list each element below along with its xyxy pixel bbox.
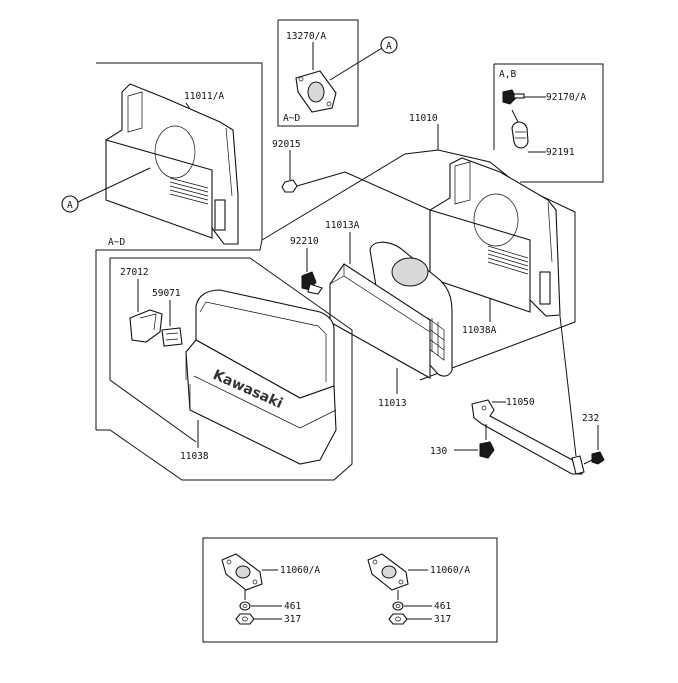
callout-a-top <box>380 36 398 54</box>
element-11013 <box>329 263 431 379</box>
label-11050: 11050 <box>506 397 535 408</box>
nut-317-left <box>235 613 255 625</box>
callout-a-top-label: A <box>386 41 392 52</box>
callout-a-left <box>61 195 79 213</box>
label-130: 130 <box>430 446 447 457</box>
wing-nut-92210: 92210 <box>290 236 323 295</box>
washer-461-left <box>239 601 251 611</box>
label-11011-a: 11011/A <box>184 91 224 102</box>
label-92191: 92191 <box>546 147 575 158</box>
label-range-top: A~D <box>283 113 300 124</box>
bolt-130: 130 <box>430 424 495 459</box>
bolt-232: 232 <box>582 413 605 465</box>
callout-a-left-label: A <box>67 200 73 211</box>
label-27012: 27012 <box>120 267 149 278</box>
cover-outline-11038: 11038 <box>96 257 353 481</box>
gasket-11060-right <box>367 553 409 591</box>
box-gasket-13270: 13270/A A~D A <box>277 19 398 127</box>
gasket-13270 <box>295 70 337 113</box>
cover-11038: Kawasaki <box>185 289 337 465</box>
housing-11038a: 11038A <box>429 157 561 336</box>
filter-elements: 11013A 11013 <box>325 220 453 409</box>
washer-461-right <box>392 601 404 611</box>
box-clamp-ab: A,B 92170/A 92191 <box>493 63 604 183</box>
housing-11011 <box>105 83 239 245</box>
nut-92015: 92015 <box>272 139 346 193</box>
clamp-92191 <box>511 109 529 149</box>
label-317-left: 317 <box>284 614 301 625</box>
label-11013: 11013 <box>378 398 407 409</box>
label-11060-a-right: 11060/A <box>430 565 470 576</box>
label-box-ab: A,B <box>499 69 516 80</box>
latch-59071: 59071 <box>152 288 183 347</box>
label-11010: 11010 <box>409 113 438 124</box>
label-92210: 92210 <box>290 236 319 247</box>
assembly-outline-11010: 11010 <box>261 113 576 381</box>
nut-317-right <box>388 613 408 625</box>
box-housing-11011: 11011/A A~D A <box>61 62 263 430</box>
label-11060-a-left: 11060/A <box>280 565 320 576</box>
clip-27012: 27012 <box>120 267 163 343</box>
box-gaskets-11060: 11060/A 461 317 11060/A 461 <box>202 537 498 643</box>
label-11038a: 11038A <box>462 325 497 336</box>
gasket-11060-left <box>221 553 263 591</box>
label-11038: 11038 <box>180 451 209 462</box>
label-range-left: A~D <box>108 237 125 248</box>
label-92170-a: 92170/A <box>546 92 586 103</box>
label-11013a: 11013A <box>325 220 360 231</box>
bolt-92170 <box>502 89 525 105</box>
label-92015: 92015 <box>272 139 301 150</box>
label-317-right: 317 <box>434 614 451 625</box>
label-461-left: 461 <box>284 601 301 612</box>
bracket-11050: 11050 <box>471 315 585 475</box>
label-59071: 59071 <box>152 288 181 299</box>
label-461-right: 461 <box>434 601 451 612</box>
label-13270-a: 13270/A <box>286 31 326 42</box>
label-232: 232 <box>582 413 599 424</box>
